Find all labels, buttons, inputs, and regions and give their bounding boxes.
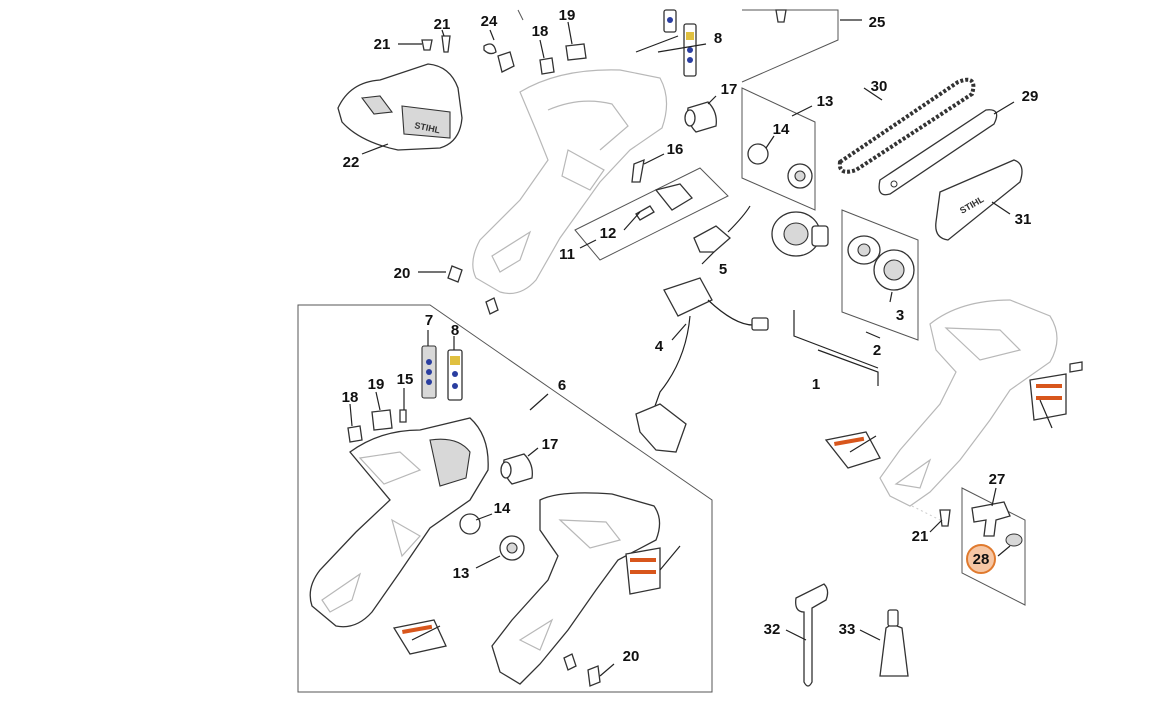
sticker-strip-top bbox=[683, 23, 697, 77]
label-part-2[interactable]: 2 bbox=[873, 342, 881, 359]
label-part-32[interactable]: 32 bbox=[764, 621, 781, 638]
label-part-19-top[interactable]: 19 bbox=[559, 7, 576, 24]
pin-20-b bbox=[563, 653, 577, 671]
box-top-left bbox=[517, 9, 524, 21]
screw-right bbox=[1069, 361, 1083, 373]
box-kit-13 bbox=[741, 87, 816, 211]
sleeve-b bbox=[500, 453, 533, 485]
handle-housing-right bbox=[879, 299, 1058, 521]
sleeve bbox=[684, 101, 717, 133]
label-part-7[interactable]: 7 bbox=[425, 312, 433, 329]
label-part-12[interactable]: 12 bbox=[600, 225, 617, 242]
motor bbox=[771, 211, 829, 257]
label-part-6[interactable]: 6 bbox=[558, 377, 566, 394]
label-part-27[interactable]: 27 bbox=[989, 471, 1006, 488]
label-part-21-right[interactable]: 21 bbox=[912, 528, 929, 545]
screw-21-a bbox=[421, 35, 451, 53]
pin-20-c bbox=[587, 665, 601, 687]
o-ring-b bbox=[459, 513, 481, 535]
label-part-17-top[interactable]: 17 bbox=[721, 81, 738, 98]
socket-plug bbox=[787, 163, 813, 189]
combination-wrench bbox=[795, 583, 829, 687]
bracket-27 bbox=[971, 501, 1011, 537]
pin-19-b bbox=[371, 409, 393, 431]
screw-21-b bbox=[939, 509, 951, 527]
handle-shell-half bbox=[491, 492, 661, 685]
label-part-19[interactable]: 19 bbox=[368, 376, 385, 393]
label-part-16[interactable]: 16 bbox=[667, 141, 684, 158]
label-part-15[interactable]: 15 bbox=[397, 371, 414, 388]
spring-clip bbox=[635, 205, 655, 221]
pin-18-b bbox=[347, 425, 363, 443]
label-part-24[interactable]: 24 bbox=[481, 13, 498, 30]
label-part-20-bottom[interactable]: 20 bbox=[623, 648, 640, 665]
box-housing-set-6 bbox=[297, 304, 713, 693]
pin-18-a bbox=[539, 57, 555, 75]
label-part-29[interactable]: 29 bbox=[1022, 88, 1039, 105]
saw-chain bbox=[837, 77, 976, 174]
socket-plug-b bbox=[499, 535, 525, 561]
screw-21-top bbox=[775, 9, 787, 23]
sticker-strip-8 bbox=[447, 349, 463, 401]
wiring-harness bbox=[635, 277, 769, 453]
label-part-3[interactable]: 3 bbox=[896, 307, 904, 324]
label-part-20-left[interactable]: 20 bbox=[394, 265, 411, 282]
label-part-4[interactable]: 4 bbox=[655, 338, 664, 355]
label-part-25[interactable]: 25 bbox=[869, 14, 886, 31]
motor-cover: STIHL bbox=[337, 63, 463, 151]
pin-19-a bbox=[565, 43, 587, 61]
handle-housing-6 bbox=[309, 417, 489, 628]
label-part-17[interactable]: 17 bbox=[542, 436, 559, 453]
leader-lines bbox=[349, 19, 1053, 677]
label-part-5[interactable]: 5 bbox=[719, 261, 727, 278]
bar-guard: STIHL bbox=[935, 159, 1023, 241]
handle-housing-ghost bbox=[472, 69, 668, 295]
label-part-18-top[interactable]: 18 bbox=[532, 23, 549, 40]
sprocket bbox=[847, 235, 915, 291]
label-part-11[interactable]: 11 bbox=[559, 246, 575, 263]
sticker-strip-7 bbox=[421, 345, 437, 399]
lever-part bbox=[654, 183, 693, 211]
clip-24 bbox=[483, 43, 497, 55]
pin-15 bbox=[399, 409, 407, 423]
label-part-22[interactable]: 22 bbox=[343, 154, 360, 171]
o-ring bbox=[747, 143, 769, 165]
label-part-21-top[interactable]: 21 bbox=[434, 16, 451, 33]
grease-tube bbox=[879, 609, 909, 677]
pin-20-a bbox=[447, 265, 463, 283]
sticker-strip-top-2 bbox=[663, 9, 677, 33]
label-part-28[interactable]: 28 bbox=[973, 551, 990, 568]
guide-bar bbox=[878, 109, 998, 196]
label-part-14[interactable]: 14 bbox=[494, 500, 511, 517]
label-part-14-top[interactable]: 14 bbox=[773, 121, 790, 138]
label-part-13[interactable]: 13 bbox=[453, 565, 470, 582]
warning-label-b bbox=[1029, 373, 1067, 421]
trigger-switch bbox=[693, 205, 751, 253]
label-part-33[interactable]: 33 bbox=[839, 621, 856, 638]
label-part-18[interactable]: 18 bbox=[342, 389, 359, 406]
label-part-30[interactable]: 30 bbox=[871, 78, 888, 95]
label-part-1[interactable]: 1 bbox=[812, 376, 820, 393]
part-28-highlighted bbox=[1005, 533, 1023, 547]
warning-label-c bbox=[625, 547, 661, 595]
label-part-21-left[interactable]: 21 bbox=[374, 36, 391, 53]
warning-label-d bbox=[392, 619, 447, 655]
bushing-24 bbox=[497, 51, 515, 73]
screw-16 bbox=[631, 158, 645, 183]
highlight-marker-28[interactable] bbox=[966, 544, 996, 574]
label-part-8-top[interactable]: 8 bbox=[714, 30, 722, 47]
box-gear-2 bbox=[841, 209, 919, 341]
box-kit-11 bbox=[574, 167, 729, 261]
box-top-25 bbox=[741, 9, 839, 83]
pin-20-top bbox=[485, 297, 499, 315]
part-labels: 1 2 3 4 5 6 7 8 8 11 12 13 13 14 14 15 1… bbox=[342, 7, 1039, 665]
label-part-31[interactable]: 31 bbox=[1015, 211, 1032, 228]
label-part-13-top[interactable]: 13 bbox=[817, 93, 834, 110]
label-part-8[interactable]: 8 bbox=[451, 322, 459, 339]
